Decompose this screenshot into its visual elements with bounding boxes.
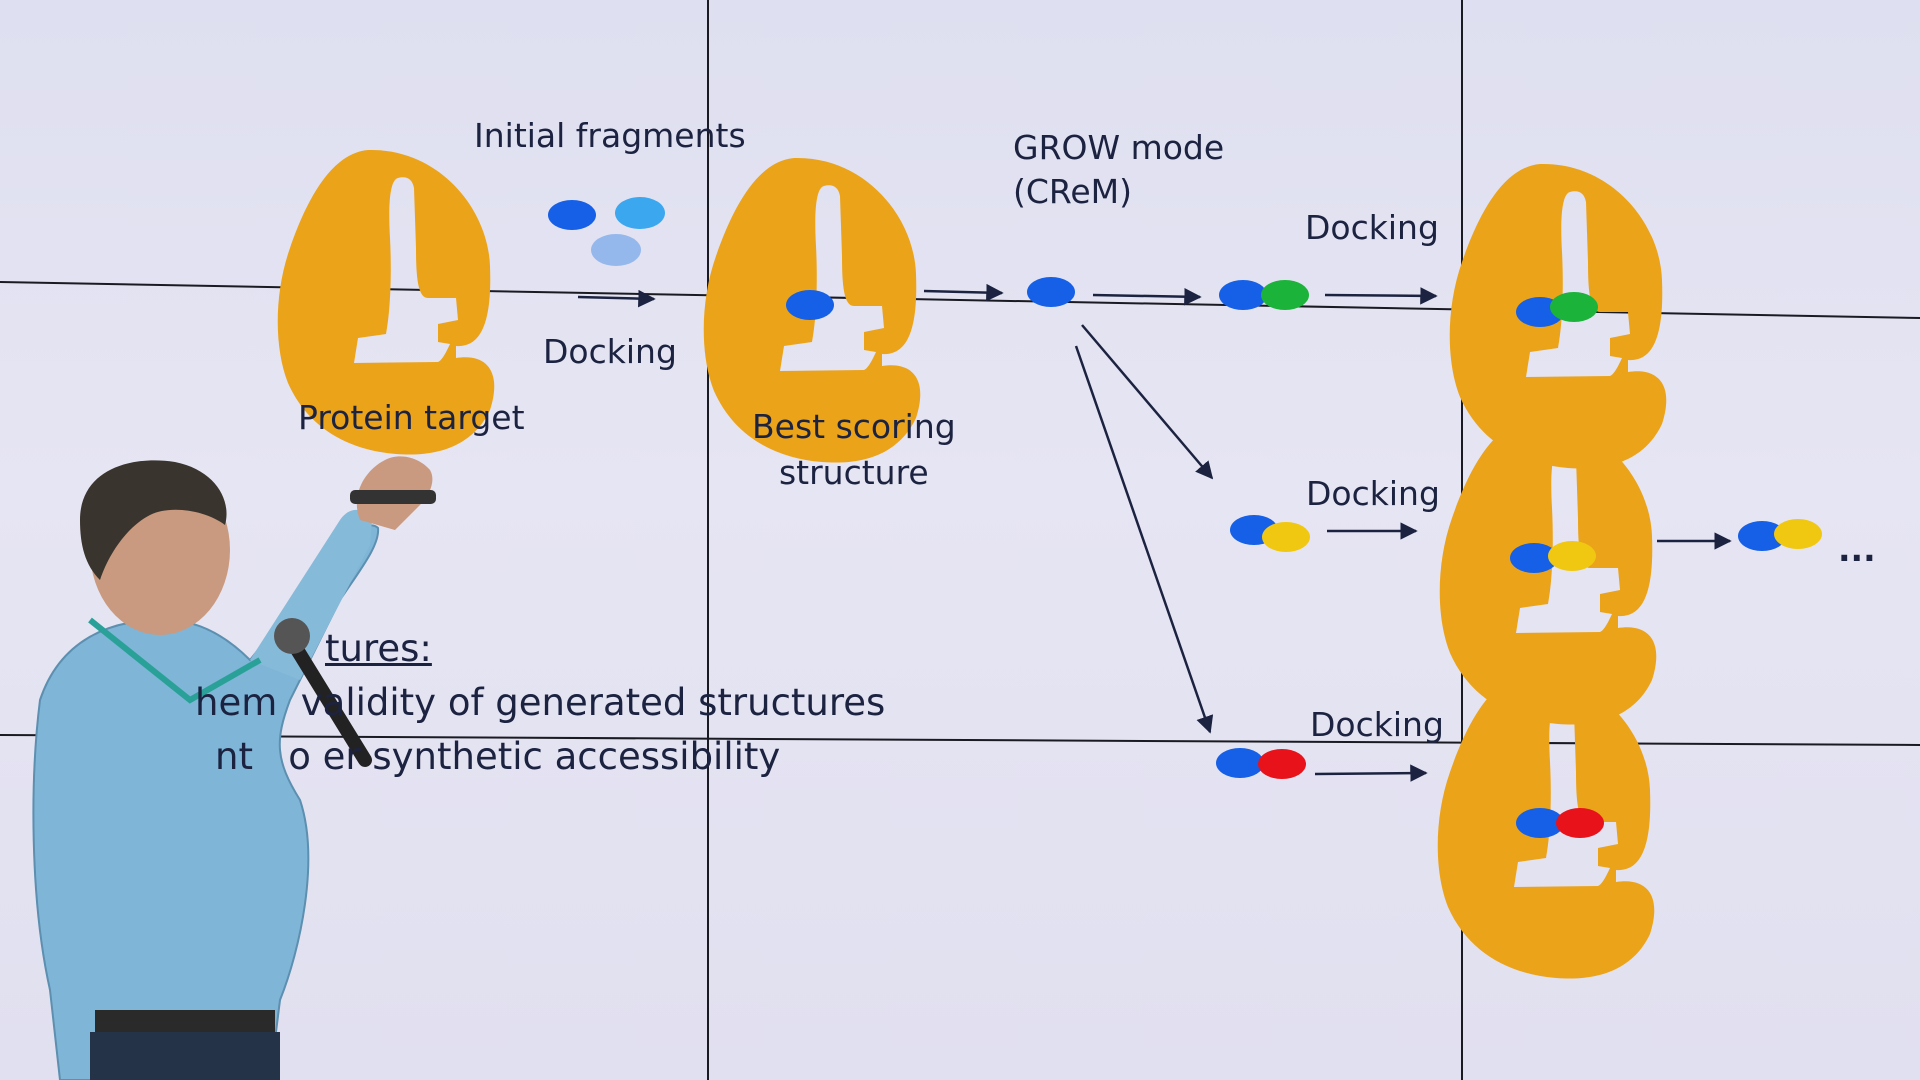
fragment-blue <box>548 200 596 230</box>
pocket-blue-3 <box>1516 808 1564 838</box>
grown-blue-1 <box>1219 280 1267 310</box>
lanyard <box>88 617 262 704</box>
label-docking-3: Docking <box>1306 474 1440 513</box>
features-heading: tures: <box>325 627 432 670</box>
label-ellipsis: ... <box>1838 530 1876 569</box>
microphone-head <box>274 618 310 654</box>
presenter <box>32 456 436 1080</box>
features-line-2: nt o er synthetic accessibility <box>215 735 781 778</box>
label-grow-mode: GROW mode (CReM) <box>1013 128 1225 211</box>
grown-green <box>1261 280 1309 310</box>
grown-red <box>1258 749 1306 779</box>
pocket-green <box>1550 292 1598 322</box>
arrow-to-grow <box>923 283 1004 302</box>
next-blue <box>1738 521 1786 551</box>
label-protein-target: Protein target <box>298 398 525 437</box>
presenter-hair <box>80 460 227 580</box>
features-list: tures: hem validity of generated structu… <box>195 622 885 784</box>
arrow-docking-4 <box>1314 764 1428 782</box>
pocket-red <box>1556 808 1604 838</box>
grown-blue-3 <box>1216 748 1264 778</box>
fragment-lightblue <box>615 197 665 229</box>
next-yellow <box>1774 519 1822 549</box>
fragment-paleblue <box>591 234 641 266</box>
grow-fragment-blue <box>1027 277 1075 307</box>
arrow-branch-red <box>1074 345 1214 734</box>
docked-fragment-blue <box>786 290 834 320</box>
pocket-yellow <box>1548 541 1596 571</box>
arrow-docking-2 <box>1324 287 1438 305</box>
presenter-jeans <box>90 1032 280 1080</box>
label-best-scoring: Best scoring structure <box>752 407 956 492</box>
presenter-belt <box>95 1010 275 1032</box>
features-line-1: hem validity of generated structures <box>195 681 886 724</box>
grown-yellow <box>1262 522 1310 552</box>
arrow-docking-1 <box>577 289 656 308</box>
label-docking-1: Docking <box>543 332 677 371</box>
pocket-blue-2 <box>1510 543 1558 573</box>
label-docking-2: Docking <box>1305 208 1439 247</box>
label-docking-4: Docking <box>1310 705 1444 744</box>
arrow-grow-to-green <box>1092 287 1202 306</box>
presenter-clicker <box>350 490 436 504</box>
label-initial-fragments: Initial fragments <box>474 116 746 155</box>
arrow-branch-yellow <box>1081 324 1214 480</box>
